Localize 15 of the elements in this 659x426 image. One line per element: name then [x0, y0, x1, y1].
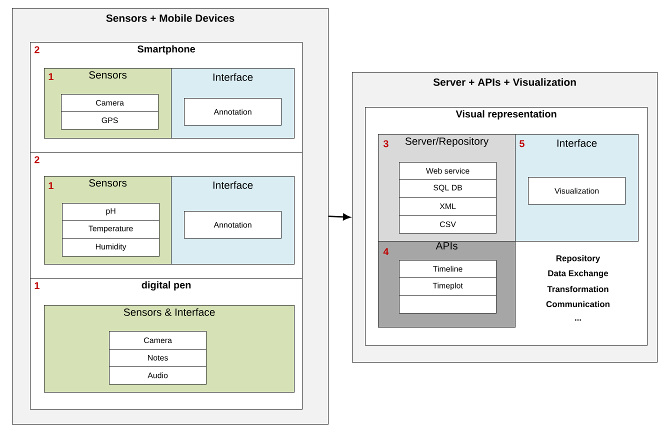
arrow — [328, 214, 350, 220]
callout-number: 1 — [48, 182, 54, 190]
note-text: Communication — [546, 300, 610, 308]
callout-number: 2 — [34, 156, 40, 164]
note-text: Repository — [556, 255, 600, 263]
callout-number: 4 — [383, 248, 389, 256]
callout-number: 5 — [520, 140, 524, 148]
callout-number: 1 — [48, 73, 54, 80]
note-text: Transformation — [547, 286, 608, 292]
callout-number: 3 — [383, 140, 388, 148]
callout-number: 1 — [34, 282, 40, 290]
note-text: Data Exchange — [548, 270, 608, 278]
note-text: ... — [575, 319, 581, 321]
empty-box — [399, 295, 497, 314]
callout-number: 2 — [34, 46, 40, 54]
